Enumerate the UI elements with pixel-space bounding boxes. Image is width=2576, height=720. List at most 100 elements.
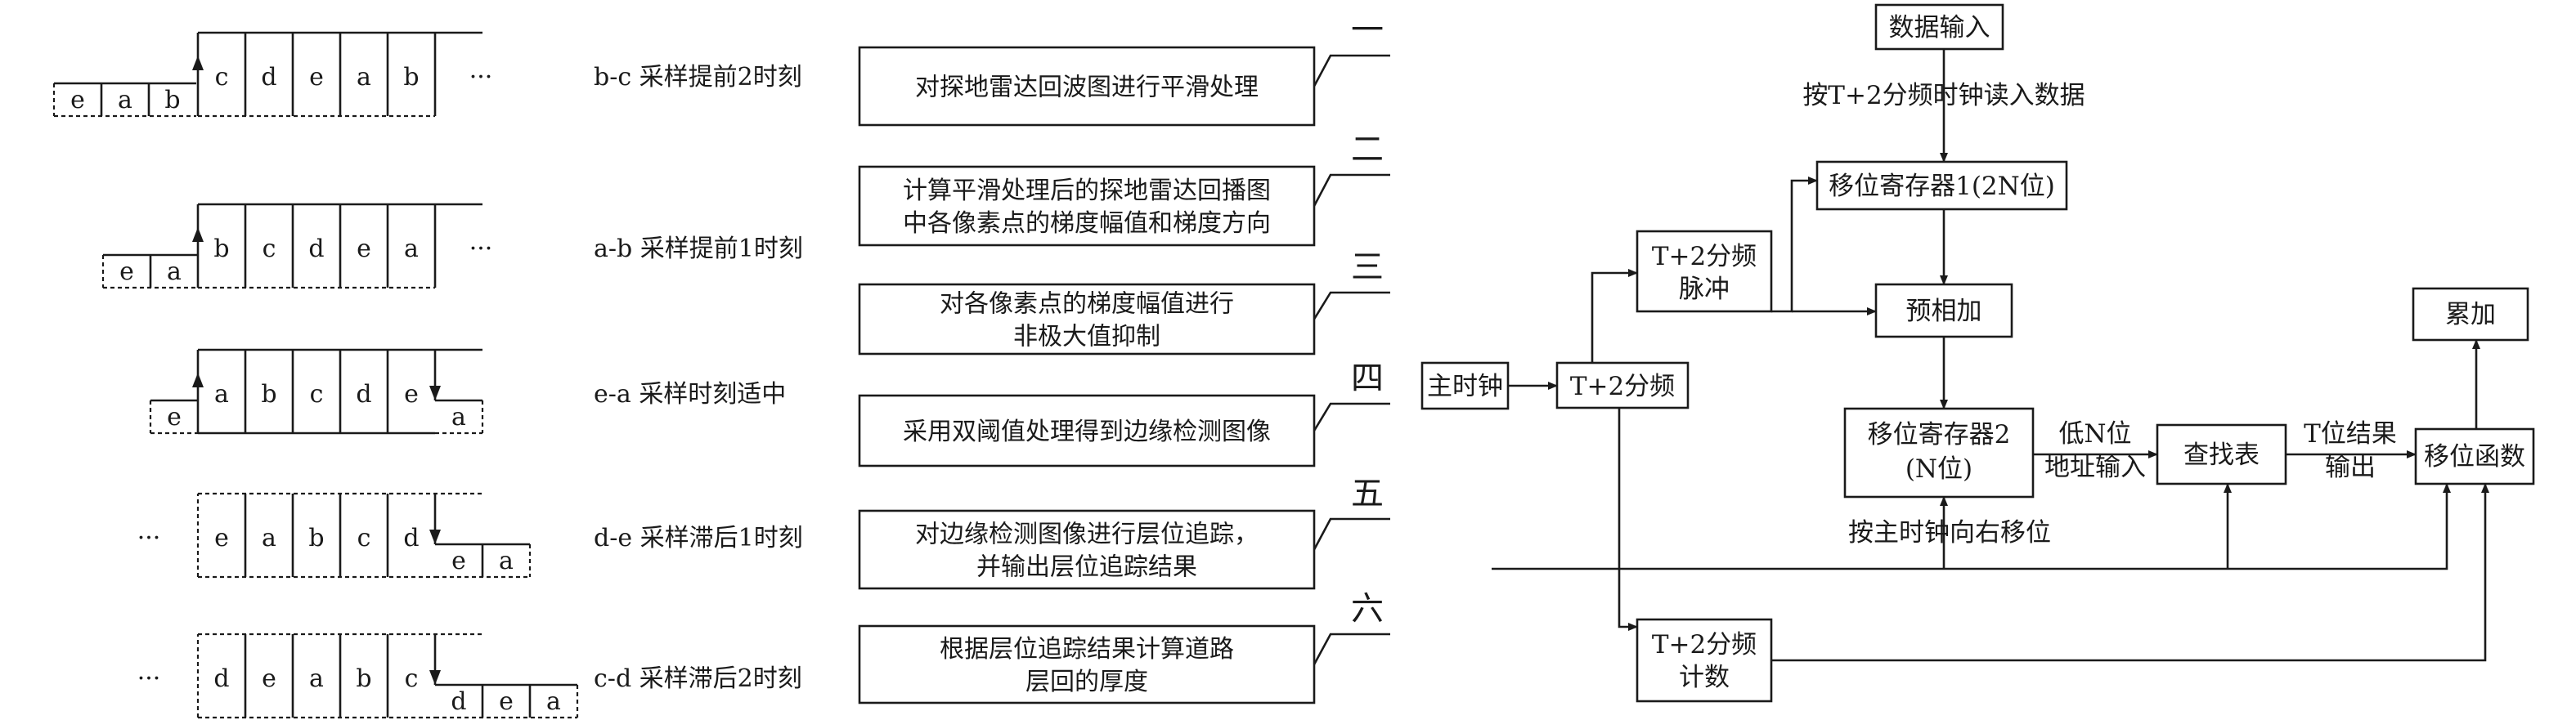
- shift-register-1-label: 移位寄存器1(2N位): [1829, 172, 2055, 201]
- rising-edge-arrow: [192, 227, 204, 242]
- side-cell-text: a: [167, 257, 182, 286]
- ellipsis: ···: [469, 235, 493, 263]
- arrow-count-to-shiftfunc: [1771, 483, 2489, 662]
- step-leader-line: [1313, 173, 1390, 207]
- side-cell-text: e: [119, 257, 134, 286]
- step-number: 四: [1351, 360, 1384, 397]
- low-addr-line2: 地址输入: [2044, 453, 2146, 482]
- divider-box: [1555, 361, 1690, 409]
- side-cell-text: e: [499, 687, 514, 716]
- side-cell-text: a: [118, 86, 132, 114]
- sampling-label: c-d 采样滞后2时刻: [594, 664, 802, 693]
- falling-edge-arrow: [429, 386, 441, 400]
- sampling-label: d-e 采样滞后1时刻: [594, 524, 803, 552]
- main-cell-text: a: [262, 524, 276, 552]
- step-box: [858, 46, 1316, 127]
- side-cell-text: a: [451, 403, 466, 432]
- main-cell-text: d: [261, 63, 276, 92]
- step-text: 中各像素点的梯度幅值和梯度方向: [903, 209, 1271, 238]
- main-cell-text: e: [357, 235, 371, 263]
- ellipsis: ···: [137, 664, 161, 693]
- side-cell-text: e: [70, 86, 85, 114]
- step-leader-line: [1313, 633, 1390, 665]
- step-text: 层回的厚度: [1025, 668, 1148, 696]
- divider-label: T+2分频: [1570, 372, 1675, 401]
- shift-function-box: [2414, 427, 2535, 485]
- main-cell-text: e: [404, 380, 419, 409]
- div-count-line2: 计数: [1679, 663, 1730, 692]
- step-text: 根据层位追踪结果计算道路: [940, 635, 1234, 664]
- sampling-label: b-c 采样提前2时刻: [594, 63, 802, 92]
- main-cell-text: a: [404, 235, 419, 263]
- main-clock-label: 主时钟: [1427, 372, 1503, 401]
- main-cell-text: a: [214, 380, 229, 409]
- step-text: 计算平滑处理后的探地雷达回播图: [903, 177, 1271, 205]
- div-pulse-line1: T+2分频: [1652, 242, 1757, 271]
- shift-register-2-box: [1843, 407, 2035, 499]
- block-diagram: 数据输入 按T+2分频时钟读入数据 移位寄存器1(2N位) T+2分频 脉冲 预…: [1420, 3, 2535, 703]
- step-text: 非极大值抑制: [1013, 323, 1160, 351]
- main-cell-text: e: [214, 524, 229, 552]
- step-leader-line: [1313, 517, 1390, 551]
- div-pulse-box: [1636, 230, 1773, 313]
- read-data-note: 按T+2分频时钟读入数据: [1802, 81, 2085, 110]
- main-cell-text: b: [308, 524, 324, 552]
- main-cell-text: a: [357, 63, 371, 92]
- arrow-divider-to-count: [1618, 408, 1638, 631]
- main-cell-text: e: [309, 63, 324, 92]
- ellipsis: ···: [469, 63, 493, 92]
- lookup-table-box: [2156, 423, 2287, 485]
- main-cell-text: c: [405, 664, 419, 693]
- main-cell-text: c: [263, 235, 276, 263]
- shift-function-label: 移位函数: [2424, 442, 2525, 472]
- main-cell-text: c: [357, 524, 371, 552]
- pre-add-box: [1874, 283, 2013, 338]
- side-cell-text: a: [546, 687, 561, 716]
- main-cell-text: d: [356, 380, 371, 409]
- main-clock-box: [1420, 361, 1510, 410]
- t-result-line2: 输出: [2325, 453, 2376, 482]
- main-cell-text: d: [403, 524, 419, 552]
- main-cell-text: d: [213, 664, 229, 693]
- pre-add-label: 预相加: [1906, 297, 1982, 326]
- step-number: 一: [1351, 11, 1384, 49]
- div-count-line1: T+2分频: [1652, 630, 1757, 660]
- div-count-box: [1636, 618, 1773, 703]
- low-addr-line1: 低N位: [2058, 419, 2131, 449]
- falling-edge-arrow: [429, 670, 441, 685]
- step-number: 三: [1351, 248, 1384, 286]
- sampling-label: e-a 采样时刻适中: [594, 380, 786, 409]
- step-box: [858, 165, 1316, 247]
- main-cell-text: a: [309, 664, 324, 693]
- shift-register-1-box: [1815, 160, 2068, 211]
- shift-register-2-line1: 移位寄存器2: [1868, 420, 2011, 449]
- side-cell-text: d: [451, 687, 466, 716]
- accumulate-label: 累加: [2445, 300, 2496, 329]
- step-box: [858, 624, 1316, 704]
- side-cell-text: b: [164, 86, 180, 114]
- main-cell-text: b: [261, 380, 276, 409]
- ellipsis: ···: [137, 524, 161, 552]
- step-text: 并输出层位追踪结果: [976, 553, 1197, 582]
- data-input-box: [1874, 3, 2004, 51]
- falling-edge-arrow: [429, 530, 441, 544]
- step-number: 五: [1351, 475, 1384, 512]
- step-leader-line: [1313, 54, 1390, 87]
- main-cell-text: b: [213, 235, 229, 263]
- div-pulse-line2: 脉冲: [1679, 275, 1730, 304]
- step-number: 二: [1351, 131, 1384, 168]
- main-cell-text: d: [308, 235, 324, 263]
- step-leader-line: [1313, 402, 1390, 432]
- steps-panel: 对探地雷达回波图进行平滑处理一计算平滑处理后的探地雷达回播图中各像素点的梯度幅值…: [858, 11, 1390, 704]
- main-cell-text: c: [215, 63, 229, 92]
